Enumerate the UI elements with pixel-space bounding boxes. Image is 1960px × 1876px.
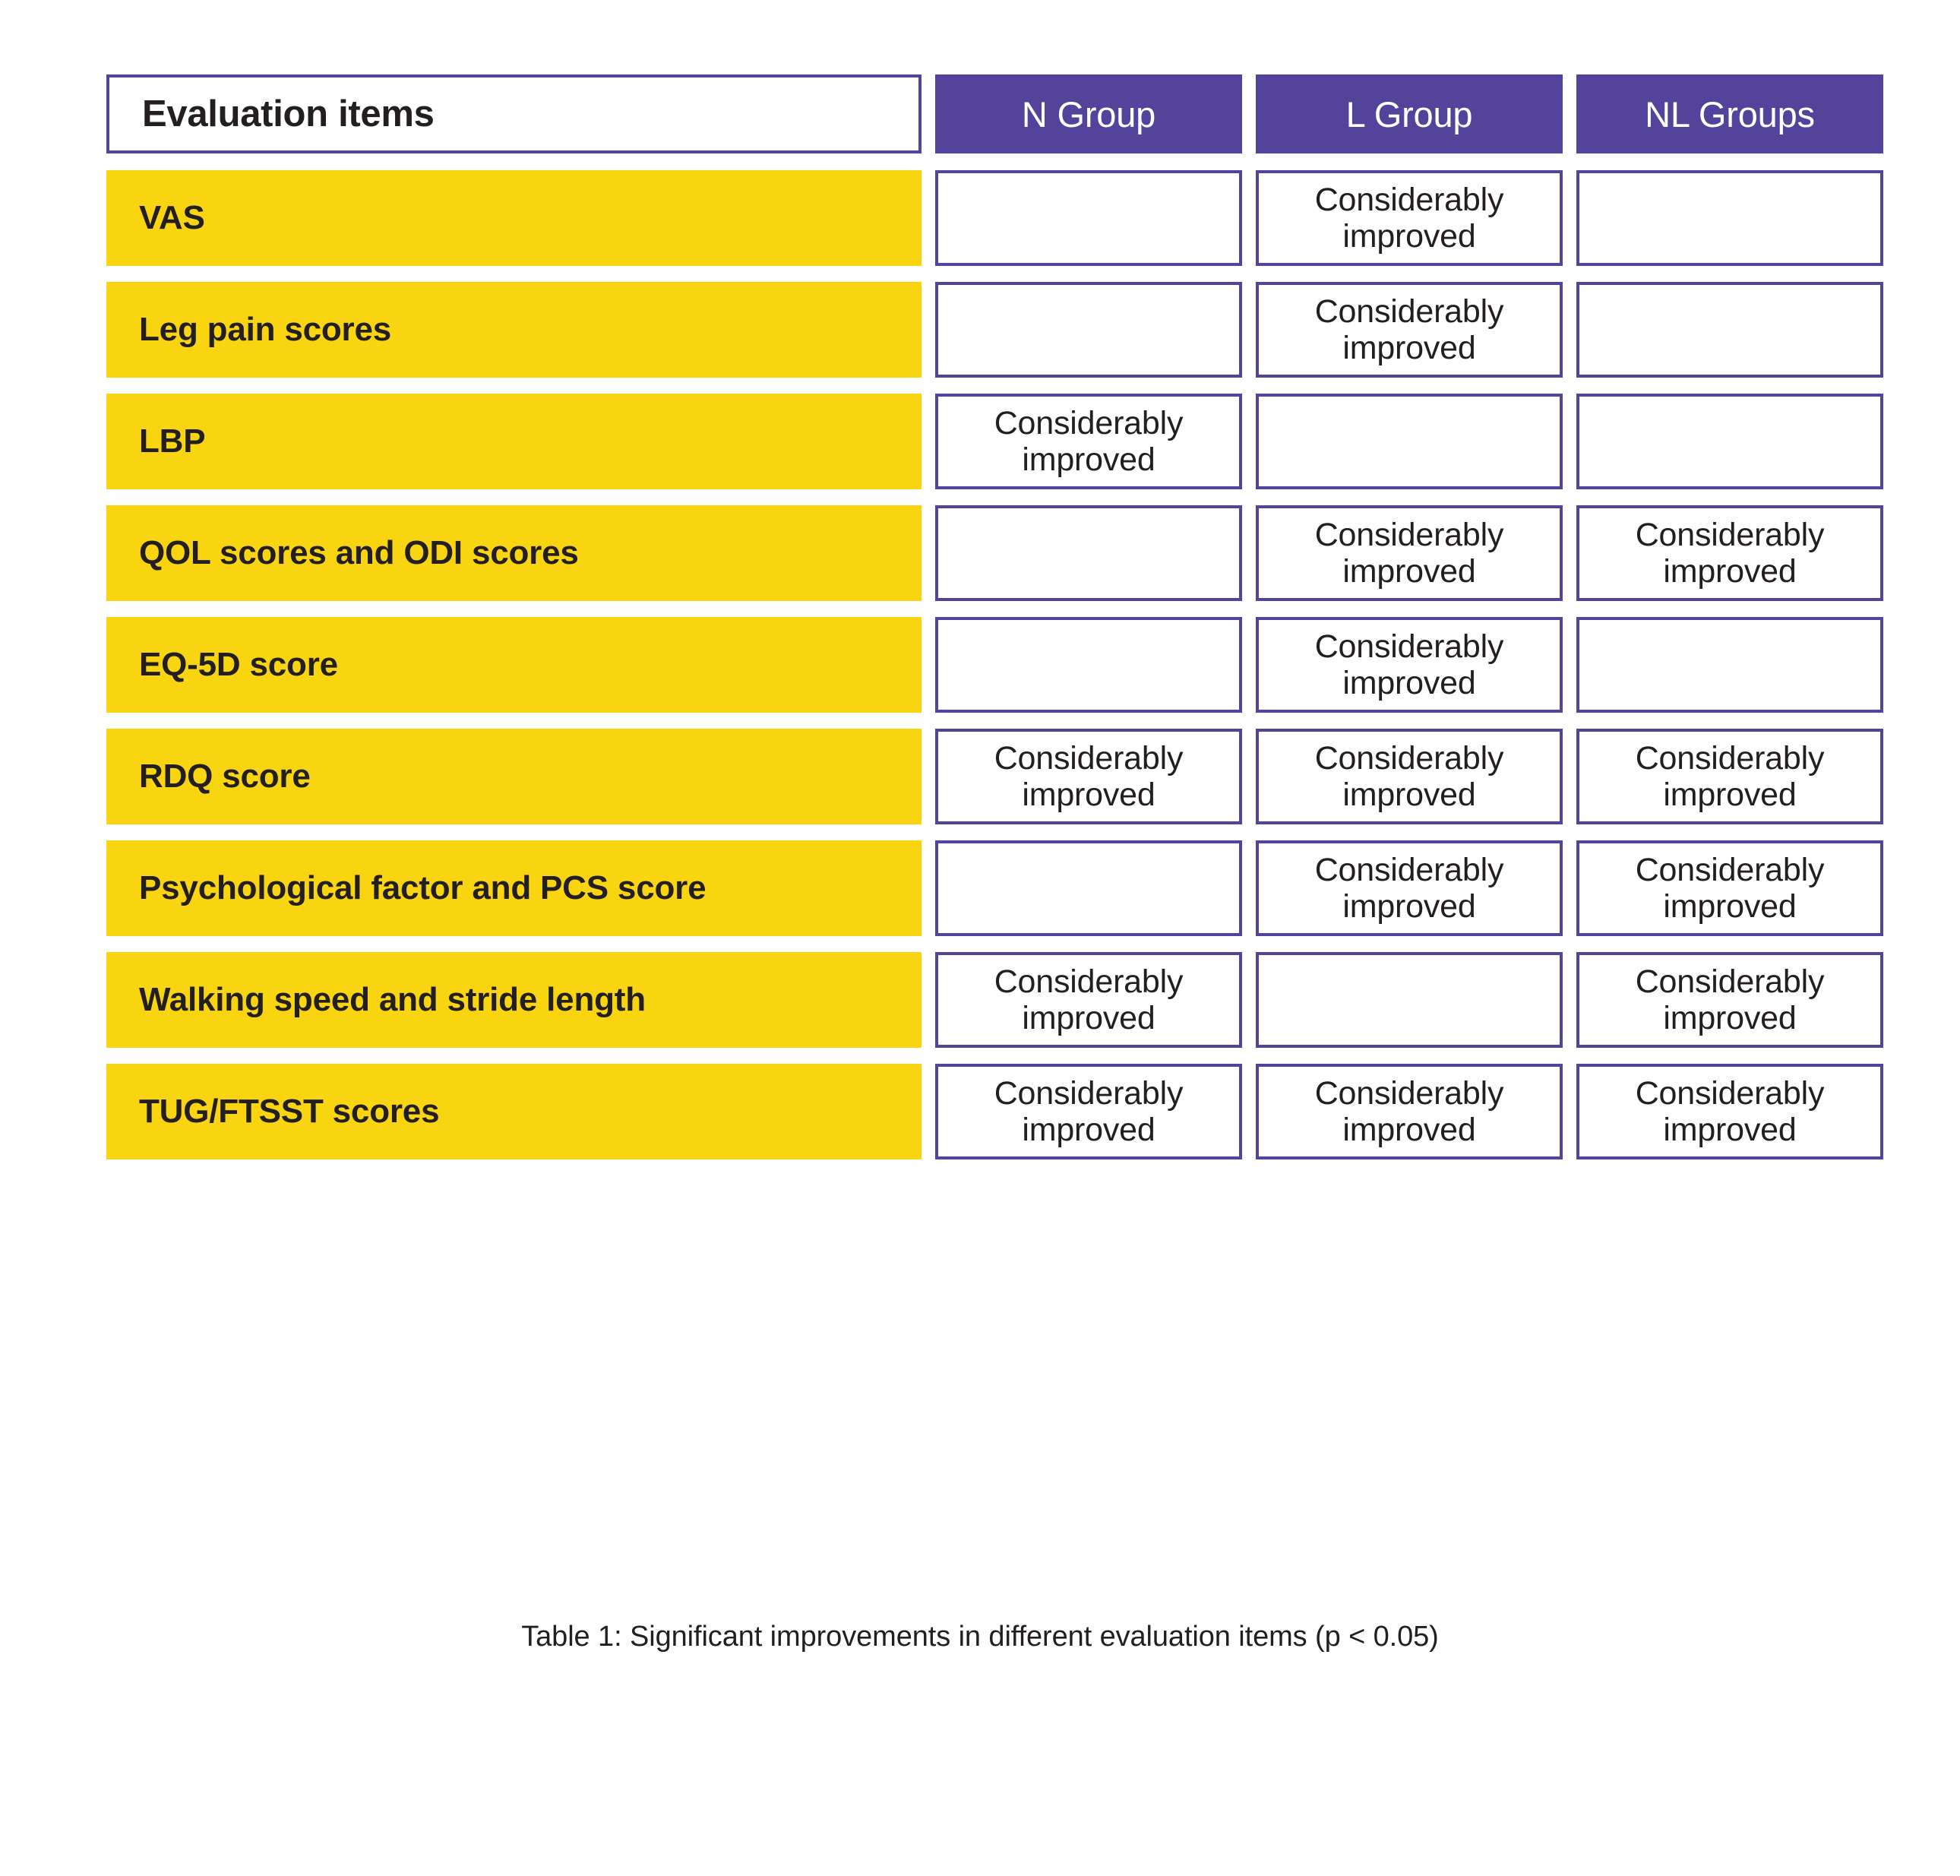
header-evaluation-items-label: Evaluation items: [142, 93, 435, 134]
table-row: Psychological factor and PCS score Consi…: [106, 840, 1883, 936]
cell-walking-speed-stride-length-l: [1256, 952, 1563, 1048]
row-label-rdq-score: RDQ score: [106, 729, 922, 824]
cell-value: Considerably improved: [1635, 1074, 1825, 1148]
table-row: RDQ score Considerably improved Consider…: [106, 729, 1883, 824]
cell-lbp-nl: [1576, 394, 1883, 489]
table-row: VAS Considerably improved: [106, 170, 1883, 266]
cell-value: Considerably improved: [1314, 293, 1504, 366]
cell-rdq-score-n: Considerably improved: [935, 729, 1242, 824]
cell-value: Considerably improved: [994, 739, 1184, 813]
cell-lbp-l: [1256, 394, 1563, 489]
row-label-text: VAS: [139, 199, 205, 236]
cell-vas-nl: [1576, 170, 1883, 266]
row-label-walking-speed-stride-length: Walking speed and stride length: [106, 952, 922, 1048]
cell-value: Considerably improved: [1314, 1074, 1504, 1148]
cell-qol-odi-scores-l: Considerably improved: [1256, 505, 1563, 601]
cell-eq5d-score-n: [935, 617, 1242, 713]
row-label-text: LBP: [139, 422, 206, 460]
row-label-eq5d-score: EQ-5D score: [106, 617, 922, 713]
cell-walking-speed-stride-length-n: Considerably improved: [935, 952, 1242, 1048]
row-label-psychological-factor-pcs-score: Psychological factor and PCS score: [106, 840, 922, 936]
cell-value: Considerably improved: [994, 404, 1184, 478]
table-row: Leg pain scores Considerably improved: [106, 282, 1883, 378]
row-label-leg-pain-scores: Leg pain scores: [106, 282, 922, 378]
cell-eq5d-score-nl: [1576, 617, 1883, 713]
cell-value: Considerably improved: [994, 1074, 1184, 1148]
table-row: QOL scores and ODI scores Considerably i…: [106, 505, 1883, 601]
cell-value: Considerably improved: [1635, 516, 1825, 590]
cell-leg-pain-scores-l: Considerably improved: [1256, 282, 1563, 378]
row-label-lbp: LBP: [106, 394, 922, 489]
cell-psychological-factor-pcs-score-n: [935, 840, 1242, 936]
cell-leg-pain-scores-n: [935, 282, 1242, 378]
row-label-text: Psychological factor and PCS score: [139, 869, 707, 906]
header-n-group: N Group: [935, 74, 1242, 153]
cell-psychological-factor-pcs-score-l: Considerably improved: [1256, 840, 1563, 936]
row-label-text: TUG/FTSST scores: [139, 1093, 440, 1130]
cell-psychological-factor-pcs-score-nl: Considerably improved: [1576, 840, 1883, 936]
cell-walking-speed-stride-length-nl: Considerably improved: [1576, 952, 1883, 1048]
cell-value: Considerably improved: [1635, 851, 1825, 925]
header-evaluation-items: Evaluation items: [106, 74, 922, 153]
cell-value: Considerably improved: [1314, 181, 1504, 255]
row-label-text: QOL scores and ODI scores: [139, 534, 579, 571]
cell-tug-ftsst-scores-l: Considerably improved: [1256, 1064, 1563, 1159]
cell-lbp-n: Considerably improved: [935, 394, 1242, 489]
cell-value: Considerably improved: [1314, 851, 1504, 925]
table-row: LBP Considerably improved: [106, 394, 1883, 489]
cell-value: Considerably improved: [1635, 739, 1825, 813]
header-nl-groups-label: NL Groups: [1645, 93, 1815, 134]
cell-leg-pain-scores-nl: [1576, 282, 1883, 378]
improvements-table: Evaluation items N Group L Group NL Grou…: [106, 74, 1883, 1175]
header-l-group-label: L Group: [1345, 93, 1473, 134]
header-nl-groups: NL Groups: [1576, 74, 1883, 153]
header-n-group-label: N Group: [1021, 93, 1156, 134]
cell-qol-odi-scores-nl: Considerably improved: [1576, 505, 1883, 601]
cell-rdq-score-l: Considerably improved: [1256, 729, 1563, 824]
cell-vas-l: Considerably improved: [1256, 170, 1563, 266]
cell-qol-odi-scores-n: [935, 505, 1242, 601]
table-header-row: Evaluation items N Group L Group NL Grou…: [106, 74, 1883, 153]
cell-value: Considerably improved: [1635, 963, 1825, 1036]
table-row: EQ-5D score Considerably improved: [106, 617, 1883, 713]
cell-eq5d-score-l: Considerably improved: [1256, 617, 1563, 713]
cell-value: Considerably improved: [1314, 628, 1504, 701]
cell-rdq-score-nl: Considerably improved: [1576, 729, 1883, 824]
row-label-tug-ftsst-scores: TUG/FTSST scores: [106, 1064, 922, 1159]
table-row: TUG/FTSST scores Considerably improved C…: [106, 1064, 1883, 1159]
cell-value: Considerably improved: [1314, 516, 1504, 590]
row-label-vas: VAS: [106, 170, 922, 266]
row-label-text: EQ-5D score: [139, 646, 338, 683]
row-label-text: Leg pain scores: [139, 311, 392, 348]
cell-value: Considerably improved: [1314, 739, 1504, 813]
cell-value: Considerably improved: [994, 963, 1184, 1036]
header-l-group: L Group: [1256, 74, 1563, 153]
cell-tug-ftsst-scores-n: Considerably improved: [935, 1064, 1242, 1159]
table-row: Walking speed and stride length Consider…: [106, 952, 1883, 1048]
cell-vas-n: [935, 170, 1242, 266]
row-label-text: RDQ score: [139, 758, 311, 795]
table-caption: Table 1: Significant improvements in dif…: [521, 1621, 1439, 1653]
cell-tug-ftsst-scores-nl: Considerably improved: [1576, 1064, 1883, 1159]
row-label-qol-odi-scores: QOL scores and ODI scores: [106, 505, 922, 601]
row-label-text: Walking speed and stride length: [139, 981, 646, 1018]
